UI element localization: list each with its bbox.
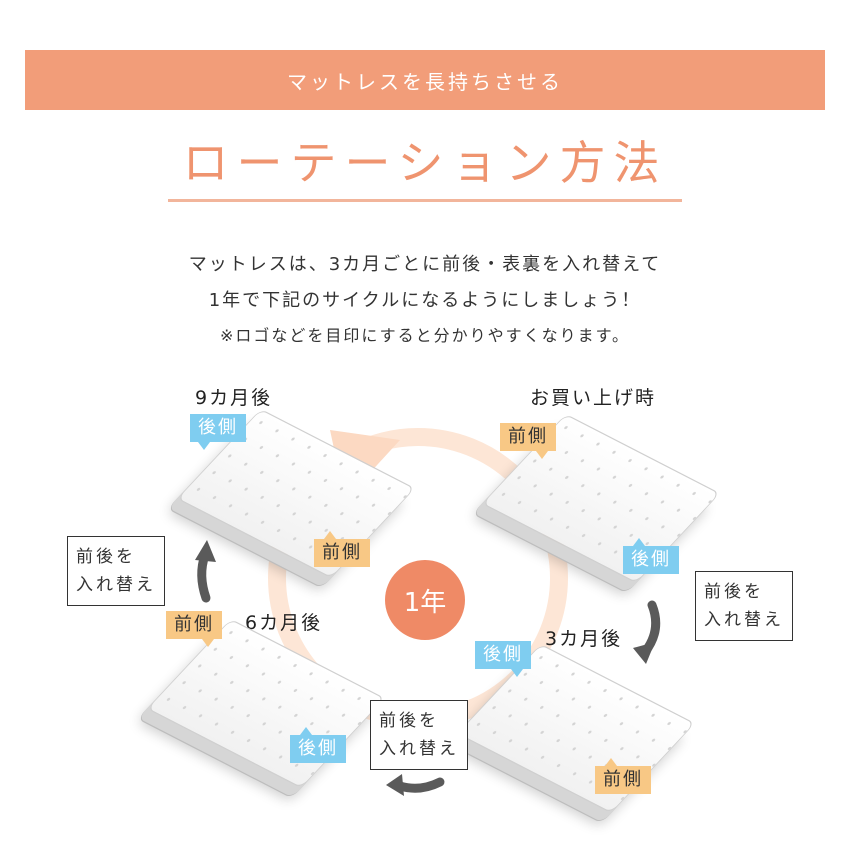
label-9-months-bottom: 前側 <box>314 531 370 567</box>
banner-text: マットレスを長持ちさせる <box>287 69 563 94</box>
swap-left-line-2: 入れ替え <box>76 575 156 595</box>
page-title: ローテーション方法 <box>168 130 682 202</box>
curved-arrow-left-icon <box>197 550 211 603</box>
swap-left-line-1: 前後を <box>76 547 136 567</box>
description-line-2: 1年で下記のサイクルになるようにしましょう！ <box>208 290 642 311</box>
label-3-months-top: 後側 <box>475 641 531 677</box>
label-9-months-top: 後側 <box>190 414 246 450</box>
stage-6-months-title: 6カ月後 <box>245 612 323 634</box>
center-year-badge: 1年 <box>385 560 465 640</box>
curved-arrow-bottom-head-icon <box>386 774 404 796</box>
label-purchase-top: 前側 <box>500 423 556 459</box>
label-6-months-top: 前側 <box>166 611 222 647</box>
description-note: ※ロゴなどを目印にすると分かりやすくなります。 <box>220 326 630 345</box>
swap-right-line-2: 入れ替え <box>704 610 784 630</box>
swap-bottom-line-1: 前後を <box>379 711 439 731</box>
stage-purchase-title: お買い上げ時 <box>530 387 657 409</box>
stage-3-months-title: 3カ月後 <box>545 628 623 650</box>
swap-box-left: 前後を 入れ替え <box>67 536 165 606</box>
stage-9-months-title: 9カ月後 <box>195 387 273 409</box>
swap-box-right: 前後を 入れ替え <box>695 571 793 641</box>
swap-bottom-line-2: 入れ替え <box>379 739 459 759</box>
label-6-months-bottom: 後側 <box>290 727 346 763</box>
header-banner: マットレスを長持ちさせる <box>25 50 825 110</box>
label-3-months-bottom: 前側 <box>595 758 651 794</box>
swap-box-bottom: 前後を 入れ替え <box>370 700 468 770</box>
label-purchase-bottom: 後側 <box>623 538 679 574</box>
curved-arrow-bottom-icon <box>395 777 445 793</box>
description-line-1: マットレスは、3カ月ごとに前後・表裏を入れ替えて <box>188 254 662 275</box>
curved-arrow-right-head-icon <box>633 642 655 664</box>
curved-arrow-left-head-icon <box>195 540 216 562</box>
title-container: ローテーション方法 <box>0 130 850 202</box>
swap-right-line-1: 前後を <box>704 582 764 602</box>
